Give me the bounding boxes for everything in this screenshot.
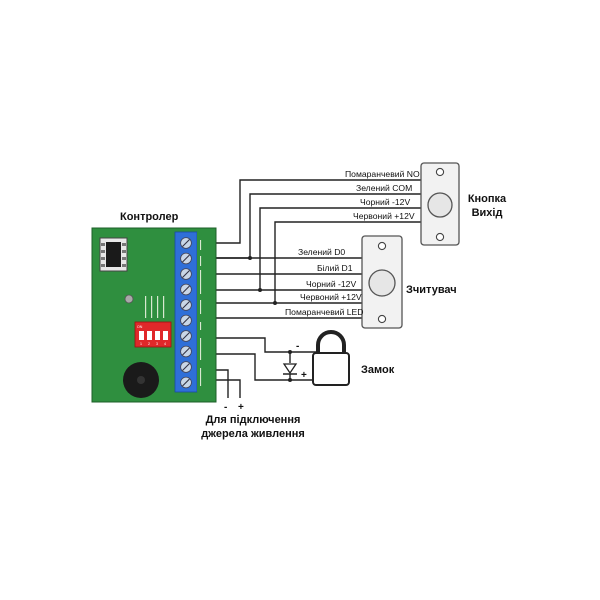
dip-switch-1[interactable] bbox=[139, 331, 144, 340]
exit-button-icon[interactable] bbox=[427, 192, 453, 218]
lock-label: Замок bbox=[361, 364, 395, 376]
exit-button-label: Кнопка bbox=[468, 193, 507, 205]
dip-number: 2 bbox=[148, 342, 150, 346]
padlock-icon bbox=[312, 330, 350, 386]
terminal-screw-slot bbox=[182, 285, 190, 294]
terminal-screws bbox=[180, 237, 192, 389]
wire-lock-plus bbox=[205, 353, 320, 381]
wire-button-no bbox=[205, 179, 425, 244]
dip-on-label: ON bbox=[137, 325, 143, 329]
ic-chip-icon bbox=[99, 237, 128, 272]
wire-button-vcc bbox=[274, 221, 425, 303]
power-plus-sign: + bbox=[238, 402, 244, 413]
screw-icon bbox=[377, 314, 387, 324]
buzzer-icon bbox=[123, 362, 159, 398]
junction-dot bbox=[273, 301, 277, 305]
power-label: Для підключення bbox=[206, 414, 301, 426]
wire-lock-minus bbox=[205, 337, 320, 353]
dip-number: 3 bbox=[156, 342, 158, 346]
wire-button-gnd bbox=[259, 207, 425, 290]
dip-number: 4 bbox=[164, 342, 166, 346]
terminal-screw-slot bbox=[182, 239, 190, 247]
terminal-screw-slot bbox=[182, 316, 190, 325]
dip-switch-3[interactable] bbox=[155, 331, 160, 340]
terminal-silkscreen bbox=[200, 240, 202, 386]
button-wire-label: Зелений COM bbox=[356, 183, 412, 193]
controller-board: ON 1 2 3 4 bbox=[91, 227, 217, 403]
wires bbox=[205, 179, 425, 398]
junction-dot bbox=[288, 378, 292, 382]
controller-label: Контролер bbox=[120, 211, 179, 223]
terminal-screw-slot bbox=[182, 332, 190, 340]
power-label: джерела живлення bbox=[201, 428, 305, 440]
button-wire-label: Чорний -12V bbox=[360, 197, 410, 207]
reader-wire-label: Червоний +12V bbox=[300, 292, 362, 302]
button-wire-label: Помаранчевий NO bbox=[345, 169, 420, 179]
dip-switch-4[interactable] bbox=[163, 331, 168, 340]
screw-icon bbox=[377, 241, 387, 251]
lock-plus-sign: + bbox=[301, 370, 307, 381]
wire-junctions bbox=[248, 256, 292, 382]
reader-wire-label: Чорний -12V bbox=[306, 279, 356, 289]
terminal-screw-slot bbox=[182, 347, 190, 356]
reader-label: Зчитувач bbox=[406, 284, 457, 296]
button-wire-label: Червоний +12V bbox=[353, 211, 415, 221]
reader-wire-label: Помаранчевий LED bbox=[285, 307, 363, 317]
reader-wire-label: Білий D1 bbox=[317, 263, 353, 273]
dip-switch: ON 1 2 3 4 bbox=[134, 321, 172, 348]
reader-wire-label: Зелений D0 bbox=[298, 247, 345, 257]
board-silkscreen bbox=[145, 296, 165, 318]
terminal-screw-slot bbox=[182, 270, 190, 278]
terminal-screw-slot bbox=[182, 301, 190, 309]
dip-switch-2[interactable] bbox=[147, 331, 152, 340]
junction-dot bbox=[288, 350, 292, 354]
junction-dot bbox=[258, 288, 262, 292]
dip-number: 1 bbox=[140, 342, 142, 346]
power-minus-sign: - bbox=[224, 402, 227, 413]
terminal-strip bbox=[174, 231, 212, 393]
exit-button-device bbox=[420, 162, 460, 246]
lock-minus-sign: - bbox=[296, 341, 299, 352]
diode-icon bbox=[282, 363, 298, 375]
screw-icon bbox=[435, 167, 445, 177]
reader-sensor-icon bbox=[368, 269, 396, 297]
exit-button-label: Вихід bbox=[472, 207, 503, 219]
terminal-screw-slot bbox=[182, 378, 190, 387]
terminal-screw-slot bbox=[182, 363, 190, 371]
screw-icon bbox=[435, 232, 445, 242]
mounting-hole bbox=[124, 294, 134, 304]
wire-power-plus bbox=[205, 379, 241, 398]
terminal-screw-slot bbox=[182, 254, 190, 263]
card-reader-device bbox=[361, 235, 403, 329]
junction-dot bbox=[248, 256, 252, 260]
